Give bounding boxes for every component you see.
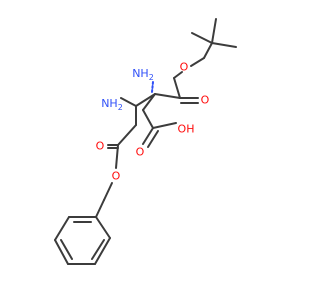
carboxylic-acid — [142, 109, 177, 148]
ester-oxygen-tbu-label: O — [180, 61, 189, 74]
benzyl-ester-oxygen-label: O — [112, 170, 121, 183]
tert-butyl-group — [191, 18, 237, 59]
acid-hydroxyl-label: OH — [178, 123, 195, 136]
alpha-amine-label: NH2 — [132, 67, 154, 82]
molecule-structure-diagram: O O NH2 NH2 OH O O O — [54, 18, 237, 265]
benzyl-ester — [95, 144, 119, 218]
benzyl-ester-carbonyl-oxygen-label: O — [96, 140, 105, 153]
beta-amine-label: NH2 — [101, 97, 123, 112]
benzene-ring — [54, 216, 111, 265]
alpha-carbon-amine — [135, 81, 156, 111]
acid-carbonyl-oxygen-label: O — [136, 146, 145, 159]
beta-carbon-amine — [117, 97, 137, 146]
carbonyl-oxygen-tbu-label: O — [201, 94, 210, 107]
tert-butyl-ester — [154, 57, 205, 104]
